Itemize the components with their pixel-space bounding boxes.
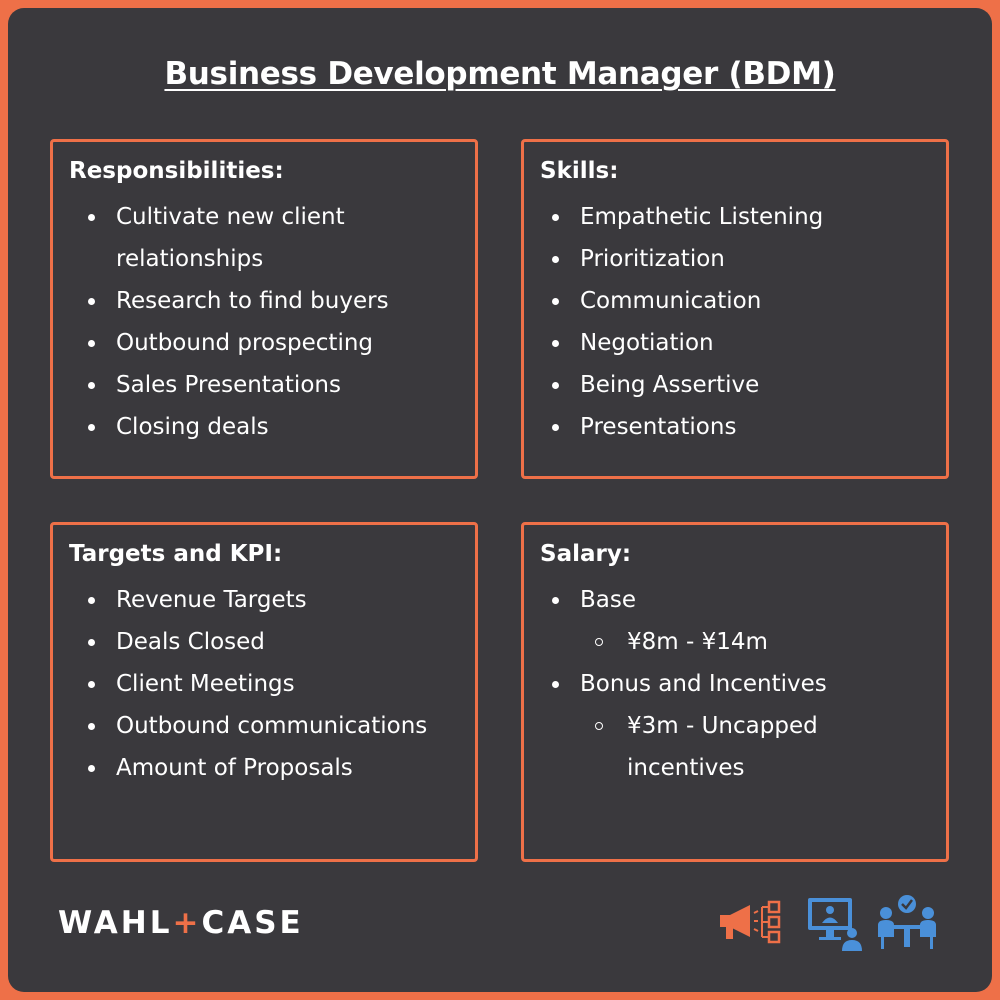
brand-plus: + xyxy=(172,905,202,941)
card-heading: Skills: xyxy=(540,158,619,184)
bullet-icon xyxy=(88,340,95,347)
salary-card: Salary: Base ¥8m - ¥14m Bonus and Incent… xyxy=(521,522,949,862)
list-item: Closing deals xyxy=(116,414,269,440)
list-item: Revenue Targets xyxy=(116,587,307,613)
bullet-icon xyxy=(552,382,559,389)
bullet-icon xyxy=(552,298,559,305)
list-item: Outbound communications xyxy=(116,713,428,739)
poster-frame xyxy=(8,8,992,992)
meeting-checkmark-icon xyxy=(876,893,938,955)
salary-bonus-range: ¥3m - Uncapped incentives xyxy=(627,713,818,781)
skills-card: Skills: Empathetic Listening Prioritizat… xyxy=(521,139,949,479)
responsibilities-card: Responsibilities: Cultivate new client r… xyxy=(50,139,478,479)
bullet-icon xyxy=(552,424,559,431)
bullet-icon xyxy=(88,214,95,221)
brand-name-right: CASE xyxy=(201,905,304,941)
bullet-icon xyxy=(552,340,559,347)
list-item: Cultivate new client relationships xyxy=(116,204,345,272)
bullet-icon xyxy=(88,765,95,772)
salary-base-range: ¥8m - ¥14m xyxy=(627,629,768,655)
list-item: Negotiation xyxy=(580,330,714,356)
targets-card: Targets and KPI: Revenue Targets Deals C… xyxy=(50,522,478,862)
list-item: Client Meetings xyxy=(116,671,295,697)
list-item: Being Assertive xyxy=(580,372,760,398)
bullet-icon xyxy=(552,597,559,604)
list-item: Amount of Proposals xyxy=(116,755,353,781)
bullet-icon xyxy=(88,639,95,646)
list-item: Empathetic Listening xyxy=(580,204,824,230)
bullet-icon xyxy=(552,256,559,263)
list-item: Prioritization xyxy=(580,246,725,272)
bullet-icon xyxy=(88,681,95,688)
list-item: Outbound prospecting xyxy=(116,330,374,356)
bullet-icon xyxy=(88,298,95,305)
megaphone-network-icon xyxy=(716,897,784,949)
list-item: Research to find buyers xyxy=(116,288,389,314)
sub-bullet-icon xyxy=(595,722,603,730)
presenter-monitor-icon xyxy=(806,895,864,957)
bullet-icon xyxy=(88,424,95,431)
brand-name-left: WAHL xyxy=(58,905,173,941)
list-item: Sales Presentations xyxy=(116,372,341,398)
brand-logo: WAHL+CASE xyxy=(58,905,304,941)
list-item: Deals Closed xyxy=(116,629,265,655)
page-title: Business Development Manager (BDM) xyxy=(164,56,836,92)
bullet-icon xyxy=(88,597,95,604)
card-heading: Responsibilities: xyxy=(69,158,284,184)
sub-bullet-icon xyxy=(595,638,603,646)
list-item: Communication xyxy=(580,288,762,314)
salary-bonus-label: Bonus and Incentives xyxy=(580,671,827,697)
bullet-icon xyxy=(552,214,559,221)
card-heading: Targets and KPI: xyxy=(69,541,283,567)
bullet-icon xyxy=(552,681,559,688)
bullet-icon xyxy=(88,723,95,730)
card-heading: Salary: xyxy=(540,541,632,567)
list-item: Presentations xyxy=(580,414,737,440)
bullet-icon xyxy=(88,382,95,389)
salary-base-label: Base xyxy=(580,587,637,613)
